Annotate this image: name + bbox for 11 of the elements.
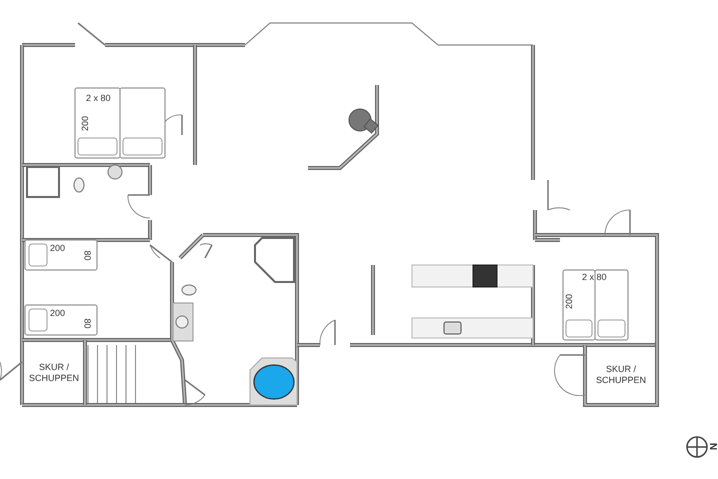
bed-size-label: 80 [82, 250, 92, 260]
bed-size-label: 2 x 80 [582, 272, 607, 283]
bed-size-label: 200 [50, 243, 66, 254]
bed-size-label: 2 x 80 [86, 93, 111, 104]
north-label: N [707, 442, 718, 450]
room-label: SKUR / SCHUPPEN [594, 364, 647, 386]
bed-size-label: 200 [564, 294, 576, 310]
bed-size-label: 200 [50, 308, 66, 319]
room-label: SKUR / SCHUPPEN [28, 362, 80, 384]
bed-size-label: 200 [80, 116, 92, 132]
bed-size-label: 80 [82, 318, 92, 328]
